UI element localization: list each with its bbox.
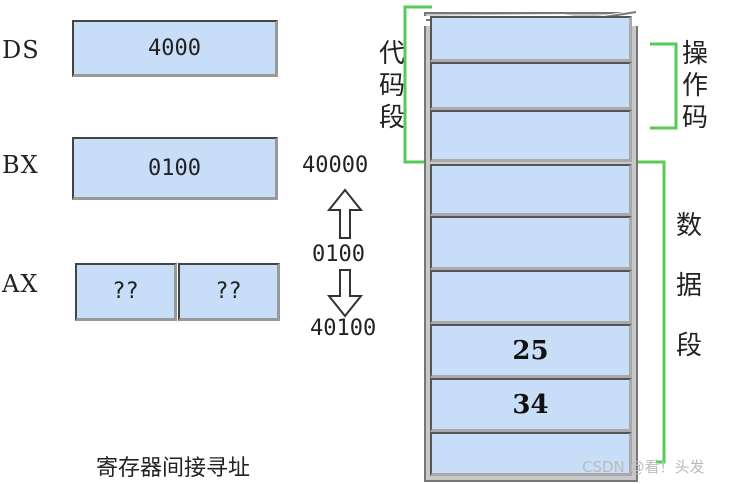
ds-value: 4000 — [148, 35, 201, 61]
al-register-box: ?? — [178, 263, 280, 321]
al-value: ?? — [215, 279, 242, 304]
memory-cell-2 — [430, 62, 632, 110]
down-arrow-icon — [326, 269, 364, 318]
ah-register-box: ?? — [75, 263, 177, 321]
memory-cell-6 — [430, 270, 632, 324]
ds-register-box: 4000 — [72, 20, 278, 77]
bx-register-box: 0100 — [72, 137, 278, 200]
code-segment-label: 代 码 段 — [378, 39, 405, 133]
bx-value: 0100 — [148, 155, 201, 181]
memory-cell-5 — [430, 216, 632, 270]
memory-cell-7: 25 — [430, 324, 632, 378]
opcode-bracket — [650, 42, 678, 130]
memory-cell-8: 34 — [430, 378, 632, 432]
up-arrow-icon — [326, 188, 364, 239]
diagram-caption: 寄存器间接寻址 — [96, 456, 251, 481]
opcode-label: 操 作 码 — [681, 39, 708, 133]
ah-value: ?? — [112, 279, 139, 304]
memory-cell-1 — [430, 16, 632, 62]
data-segment-label: 数 据 段 — [675, 211, 702, 361]
watermark: CSDN @看！头发 — [582, 458, 705, 476]
ds-label: DS — [2, 36, 40, 64]
code-segment-bracket — [403, 5, 432, 164]
effective-address: 40100 — [310, 316, 377, 341]
ax-label: AX — [2, 270, 39, 298]
memory-cell-4 — [430, 164, 632, 216]
offset-address: 0100 — [312, 242, 365, 267]
base-address: 40000 — [302, 153, 369, 178]
memory-cell-9 — [430, 432, 632, 476]
memory-cell-3 — [430, 110, 632, 162]
bx-label: BX — [2, 151, 39, 179]
data-segment-bracket — [638, 160, 666, 464]
